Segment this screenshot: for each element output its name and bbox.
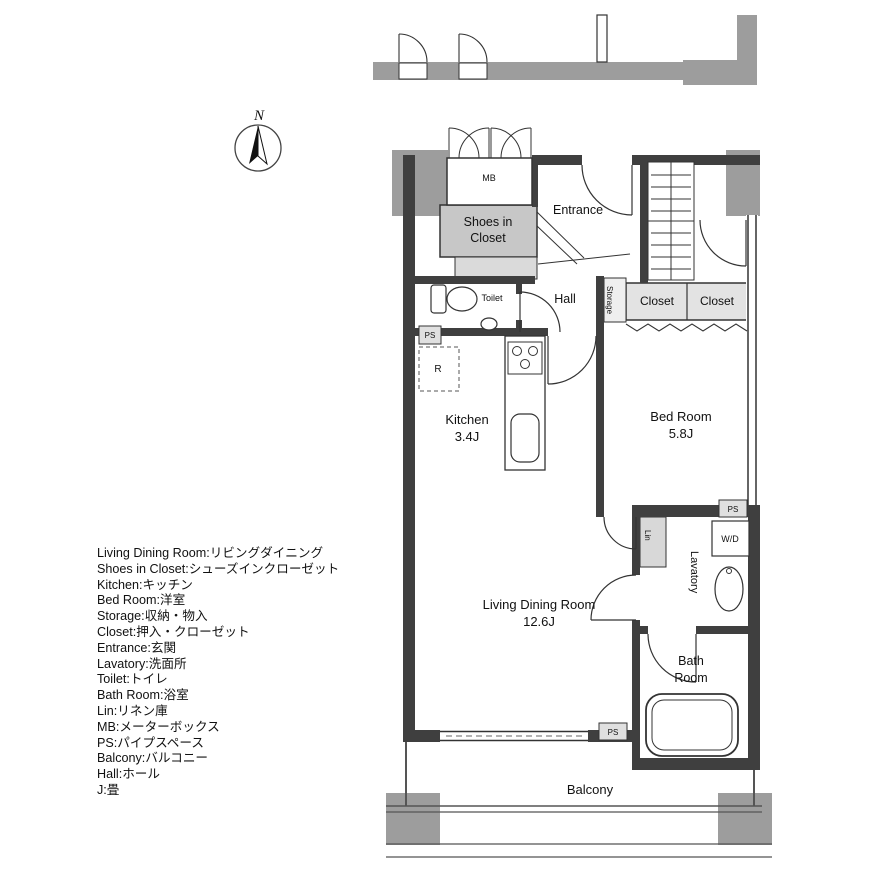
legend-line: Balcony:バルコニー [97, 751, 209, 766]
corridor-door-gaps [398, 62, 488, 80]
legend-line: Bath Room:浴室 [97, 688, 189, 703]
legend-line: Storage:収納・物入 [97, 609, 208, 624]
living-window-glass [440, 730, 588, 742]
louver-closet [647, 161, 695, 281]
bath-label-1: Bath [678, 654, 704, 668]
compass-circle [234, 124, 282, 172]
lavatory-sink [714, 566, 744, 612]
storage-label: Storage [605, 286, 614, 315]
bedroom-door [603, 516, 637, 550]
kitchen-counter [504, 335, 546, 471]
lavatory-faucet [726, 568, 732, 574]
balcony-label: Balcony [567, 782, 614, 797]
toilet-tank [430, 284, 447, 314]
legend-line: J:畳 [97, 782, 120, 797]
legend-line: Entrance:玄関 [97, 640, 177, 655]
bathtub-inner [651, 699, 733, 751]
wd-label: W/D [721, 534, 739, 544]
compass-north-label: N [253, 108, 265, 124]
living-dining-label: Living Dining Room [483, 597, 596, 612]
stove-burner-3 [520, 359, 530, 369]
lin-closet-box [639, 516, 667, 568]
bedroom-label: Bed Room [650, 409, 711, 424]
washer-dryer-box [711, 520, 750, 557]
legend-line: Lavatory:洗面所 [97, 656, 187, 671]
legend-line: Toilet:トイレ [97, 672, 168, 687]
bedroom-size-label: 5.8J [669, 426, 694, 441]
toilet-label: Toilet [481, 293, 503, 303]
living-dining-size-label: 12.6J [523, 614, 555, 629]
legend-line: Lin:リネン庫 [97, 703, 168, 718]
legend-line: Hall:ホール [97, 767, 160, 782]
legend: Living Dining Room:リビングダイニング Shoes in Cl… [97, 546, 339, 799]
mb-label: MB [482, 173, 496, 183]
hall-door [547, 335, 597, 385]
legend-line: MB:メーターボックス [97, 719, 220, 734]
compass-needle-dark [249, 126, 258, 164]
closet-left-label: Closet [640, 294, 675, 308]
ps-box-balcony [598, 722, 628, 741]
bathtub [645, 693, 739, 757]
closet-folding-doors [625, 323, 748, 332]
upper-closet-door [699, 219, 747, 267]
ps-box-lavatory [718, 499, 748, 518]
site-structure [373, 14, 757, 85]
bedroom-window [746, 215, 758, 505]
kitchen-size-label: 3.4J [455, 429, 480, 444]
legend-line: PS:パイプスペース [97, 735, 204, 750]
meter-box [446, 157, 533, 206]
kitchen-label: Kitchen [445, 412, 488, 427]
legend-line: Closet:押入・クローゼット [97, 624, 250, 639]
shoes-in-closet-label-2: Closet [470, 231, 506, 245]
compass: N [234, 108, 282, 172]
toilet-fixture [430, 284, 498, 331]
shoes-in-closet-lower [454, 256, 538, 280]
stove-burner-1 [512, 346, 522, 356]
toilet-door [519, 291, 561, 333]
stove [507, 341, 543, 375]
legend-line: Bed Room:洋室 [97, 593, 186, 608]
legend-line: Living Dining Room:リビングダイニング [97, 546, 324, 560]
bath-door [647, 633, 697, 683]
entrance-door [581, 164, 633, 216]
ps-balcony-label: PS [608, 728, 619, 737]
entrance-step-lines [536, 211, 631, 265]
bath-label-2: Room [674, 671, 707, 685]
living-window [440, 730, 588, 742]
meter-box-doors [448, 127, 532, 159]
shoes-in-closet-label-1: Shoes in [464, 215, 513, 229]
stove-burner-2 [528, 346, 538, 356]
hall-label: Hall [554, 292, 576, 306]
corridor-walls [373, 15, 757, 85]
corridor-door-symbols [398, 33, 488, 63]
louver-slats [651, 174, 691, 270]
bedroom-window-glass [746, 215, 758, 505]
door-symbols [519, 164, 747, 683]
toilet-hand-basin [480, 317, 498, 331]
legend-line: Kitchen:キッチン [97, 577, 193, 592]
lavatory-label: Lavatory [688, 551, 700, 594]
kitchen-sink [510, 413, 540, 463]
lavatory-fixtures [711, 520, 750, 612]
corridor-shaft [596, 14, 608, 63]
lin-label: Lin [643, 530, 652, 541]
balcony-structure [386, 742, 772, 858]
entrance-label: Entrance [553, 203, 603, 217]
refrigerator-label: R [434, 364, 441, 375]
ps-lavatory-label: PS [728, 505, 739, 514]
compass-needle-light [257, 125, 268, 166]
ps-kitchen-label: PS [425, 331, 436, 340]
lavatory-door [590, 574, 637, 621]
pipe-spaces [418, 325, 748, 741]
bathtub-outer [645, 693, 739, 757]
closet-right-label: Closet [700, 294, 735, 308]
toilet-bowl [446, 286, 478, 312]
kitchen-counter-outline [504, 335, 546, 471]
ps-box-kitchen [418, 325, 442, 345]
legend-line: Shoes in Closet:シューズインクローゼット [97, 561, 340, 576]
